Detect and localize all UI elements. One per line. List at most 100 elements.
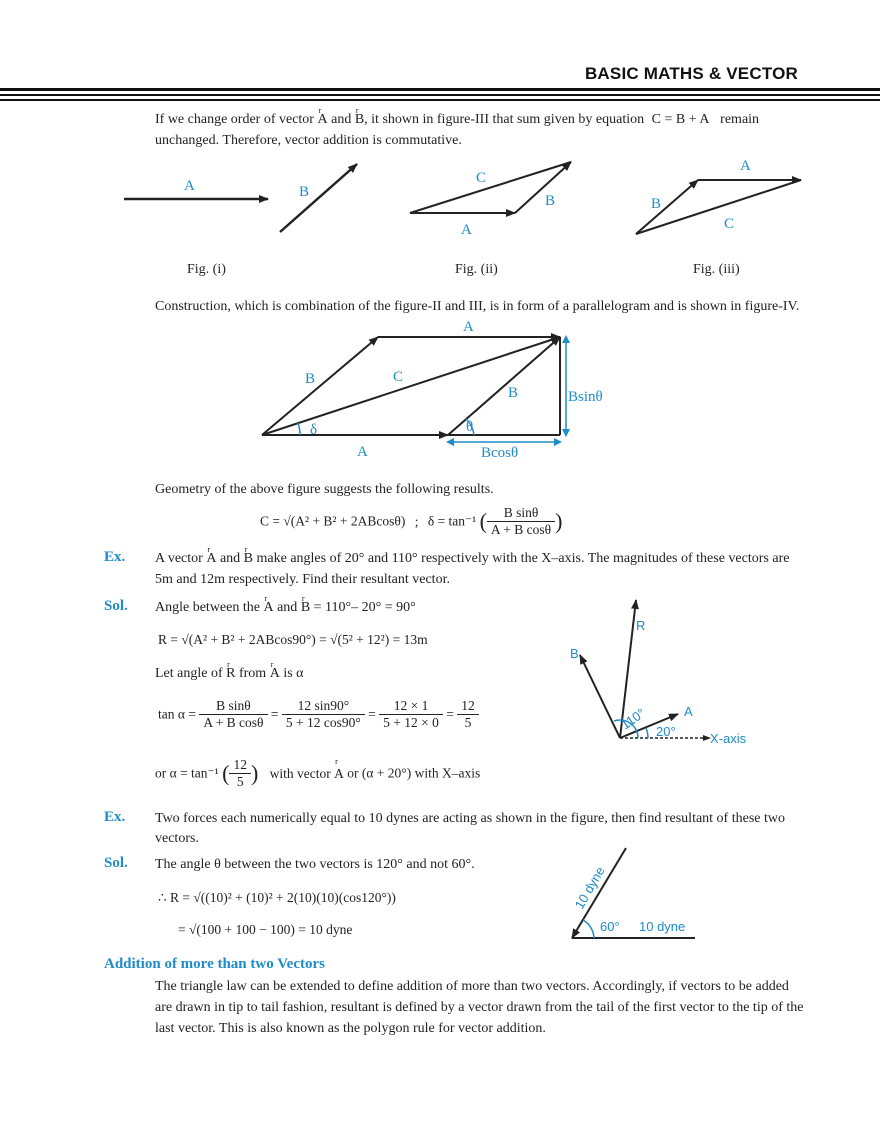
- eq-sign-3: =: [446, 706, 454, 722]
- page-header-title: BASIC MATHS & VECTOR: [584, 64, 798, 83]
- sol2-fig-label-dyne-2: 10 dyne: [639, 919, 685, 934]
- section-line-1: The triangle law can be extended to defi…: [155, 979, 789, 994]
- tan-f3-den: 5 + 12 × 0: [383, 715, 439, 730]
- intro-text-start: If we change order of vector: [155, 112, 314, 127]
- tan-fraction-2: 12 sin90°5 + 12 cos90°: [281, 698, 365, 731]
- paren-close: ): [555, 508, 563, 534]
- geometry-formulas: C = √(A² + B² + 2ABcosθ) ; δ = tan⁻¹ (B …: [260, 505, 562, 538]
- fig2-vector-b: [514, 161, 572, 214]
- vector-b: B: [355, 101, 364, 130]
- sol1-tag: Sol.: [104, 598, 128, 614]
- sol2-tag: Sol.: [104, 855, 128, 871]
- fig1-vector-b: [279, 163, 358, 233]
- fig3-vector-b: [635, 179, 699, 235]
- sol1-fig-vector-r: [619, 599, 639, 739]
- sol1-and: and: [277, 600, 298, 615]
- ex1-line-1: A vector A and B make angles of 20° and …: [155, 540, 815, 569]
- section-line-3: last vector. This is also known as the p…: [155, 1021, 546, 1036]
- fig4-label-c: C: [393, 369, 403, 385]
- fig4-label-a-bottom: A: [357, 444, 368, 460]
- or-with-vector: with vector: [269, 765, 331, 781]
- or-paren-open: (: [222, 760, 230, 786]
- formula-c-magnitude: C = √(A² + B² + 2ABcosθ): [260, 513, 406, 529]
- sol1-let-line: Let angle of R from A is α: [155, 655, 304, 684]
- ex1-line-2: 5m and 12m respectively. Find their resu…: [155, 572, 450, 587]
- or-vector-a: A: [334, 757, 344, 782]
- intro-line-1: If we change order of vector A and B, it…: [155, 101, 805, 130]
- tan-lhs: tan α =: [158, 706, 196, 722]
- sol1-vector-a: A: [263, 589, 273, 618]
- theta-arc: [465, 418, 475, 436]
- sol1-angle-line: Angle between the A and B = 110°– 20° = …: [155, 589, 416, 618]
- fig4-label-b-right: B: [508, 385, 518, 401]
- sol1-fig-arc-110: [613, 719, 639, 739]
- sol2-fig-arc-60: [582, 919, 595, 939]
- fig3-label-b: B: [651, 196, 661, 212]
- fig3-label-c: C: [724, 216, 734, 232]
- sol1-figure: R B A 110° 20° X-axis: [570, 599, 747, 746]
- ex1-and: and: [219, 551, 241, 566]
- intro-text-mid: , it shown in figure-III that sum given …: [364, 112, 645, 127]
- ex2-line-2: vectors.: [155, 831, 199, 846]
- sol2-fig-label-60: 60°: [600, 919, 620, 934]
- fig3-vector-c: [635, 179, 802, 235]
- sol2-fig-force-1: [571, 847, 627, 939]
- sol1-from: from: [238, 666, 267, 681]
- tan-f1-den: A + B cosθ: [203, 715, 264, 730]
- fig3-label-a: A: [740, 158, 751, 174]
- fig4-vector-c: [261, 336, 561, 436]
- ex1-tag: Ex.: [104, 549, 126, 565]
- sol2-figure: 10 dyne 10 dyne 60°: [571, 847, 695, 939]
- intro-text-end: remain: [720, 112, 760, 127]
- geometry-text: Geometry of the above figure suggests th…: [155, 482, 494, 497]
- header-rule-1: [0, 88, 880, 91]
- sol1-fig-arc-20: [645, 727, 649, 739]
- formula-delta-lhs: δ = tan⁻¹: [427, 513, 477, 529]
- paren-open: (: [479, 508, 487, 534]
- sol2-line-1: The angle θ between the two vectors is 1…: [155, 857, 475, 872]
- sol2-r-line-2: = √(100 + 100 − 100) = 10 dyne: [178, 922, 353, 937]
- sol1-or-line: or α = tan⁻¹ (125) with vector A or (α +…: [155, 757, 480, 790]
- ex1-vector-a: A: [206, 540, 216, 569]
- vector-a: A: [317, 101, 327, 130]
- fig4-label-a-top: A: [463, 319, 474, 335]
- sol1-fig-label-x-axis: X-axis: [710, 731, 747, 746]
- intro-line-2: unchanged. Therefore, vector addition is…: [155, 133, 462, 148]
- fig2-vector-c: [409, 161, 572, 214]
- tan-f3-num: 12 × 1: [379, 698, 443, 715]
- intro-and: and: [331, 112, 352, 127]
- construction-text: Construction, which is combination of th…: [155, 299, 800, 314]
- or-alpha: or α = tan⁻¹: [155, 765, 219, 781]
- sol1-fig-label-20: 20°: [656, 724, 676, 739]
- or-num: 12: [229, 757, 251, 774]
- tan-f1-num: B sinθ: [199, 698, 268, 715]
- ex1-text-a: A vector: [155, 551, 203, 566]
- ex1-vector-b: B: [244, 540, 253, 569]
- sol1-vector-a-2: A: [270, 655, 280, 684]
- tan-f4-den: 5: [464, 715, 472, 730]
- delta-numerator: B sinθ: [486, 505, 556, 522]
- figure-iv-parallelogram: A B C B Bsinθ Bcosθ δ θ A: [261, 319, 603, 461]
- fig4-label-theta: θ: [466, 419, 473, 435]
- sol1-fig-label-r: R: [636, 618, 645, 633]
- fig4-label-delta: δ: [310, 422, 317, 438]
- eq-sign-1: =: [270, 706, 279, 722]
- tan-f2-den: 5 + 12 cos90°: [285, 715, 361, 730]
- sol1-fig-vector-b: [579, 654, 621, 739]
- header-rule-3: [0, 99, 880, 101]
- sol1-angle-text: Angle between the: [155, 600, 260, 615]
- ex2-line-1: Two forces each numerically equal to 10 …: [155, 811, 785, 826]
- sol1-let-text: Let angle of: [155, 666, 223, 681]
- delta-arc: [297, 422, 301, 436]
- fig4-vector-b-left: [261, 336, 379, 436]
- sol1-angle-value: = 110°– 20° = 90°: [313, 600, 416, 615]
- fig1-label-a: A: [184, 178, 195, 194]
- fig1-label-b: B: [299, 184, 309, 200]
- eq-sign-2: =: [368, 706, 376, 722]
- sol1-vector-b: B: [301, 589, 310, 618]
